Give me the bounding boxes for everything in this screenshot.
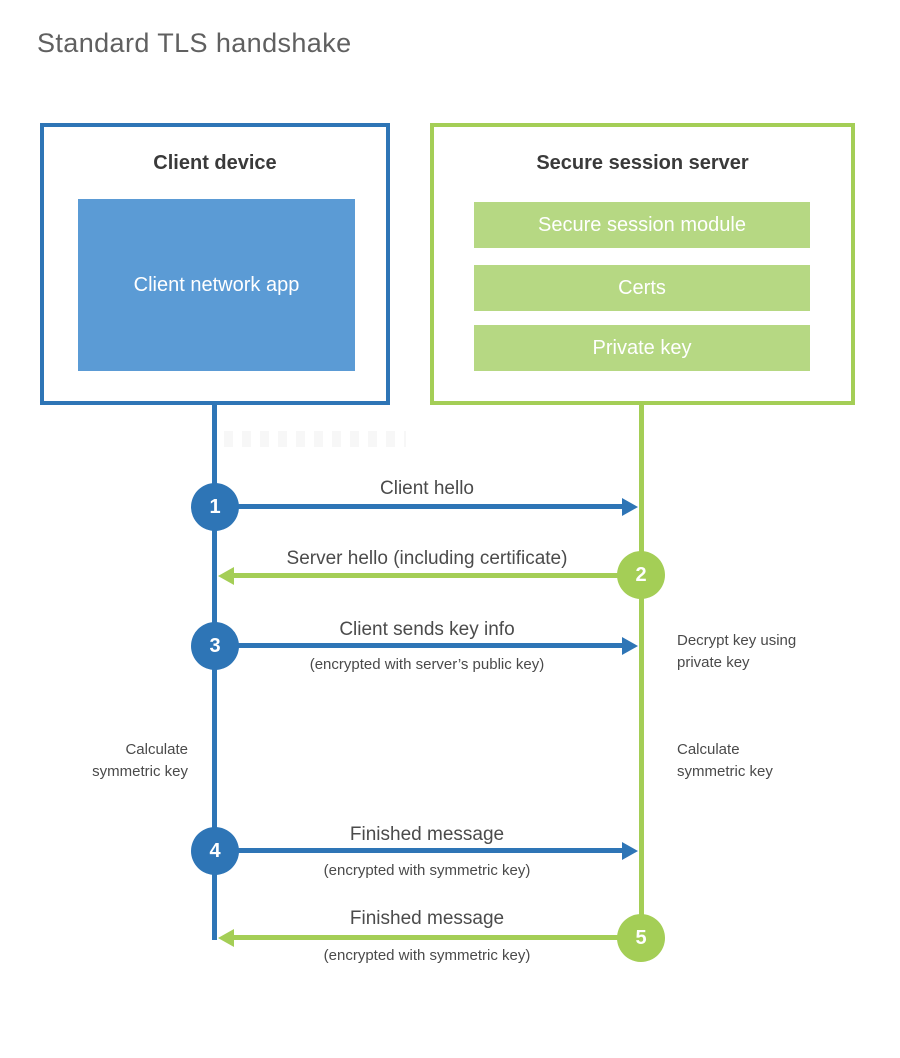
client-device-title: Client device — [153, 152, 277, 174]
step2-arrow — [234, 573, 641, 578]
step4-arrowhead-right-icon — [622, 842, 638, 860]
step3-label: Client sends key info — [339, 619, 515, 640]
server-lifeline — [639, 405, 644, 940]
step3-sublabel: (encrypted with server’s public key) — [309, 656, 545, 673]
step3-arrowhead-right-icon — [622, 637, 638, 655]
step5-arrowhead-left-icon — [218, 929, 234, 947]
step1-badge: 1 — [191, 483, 239, 531]
calculate-symmetric-key-note-client: Calculate symmetric key — [92, 741, 188, 780]
step4-label: Finished message — [349, 824, 505, 845]
step1-arrow — [215, 504, 622, 509]
client-network-app-node: Client network app — [78, 199, 355, 371]
step4-badge: 4 — [191, 827, 239, 875]
step5-badge: 5 — [617, 914, 665, 962]
step2-arrowhead-left-icon — [218, 567, 234, 585]
step1-label: Client hello — [380, 478, 474, 499]
step4-sublabel: (encrypted with symmetric key) — [323, 862, 531, 879]
client-network-app-label: Client network app — [133, 274, 300, 296]
server-module-certs: Certs — [474, 265, 810, 311]
step3-badge: 3 — [191, 622, 239, 670]
step5-label: Finished message — [349, 908, 505, 929]
secure-session-server-title: Secure session server — [536, 152, 749, 174]
secure-session-server-box: Secure session server Secure session mod… — [430, 123, 855, 405]
server-module-private-key: Private key — [474, 325, 810, 371]
step2-badge: 2 — [617, 551, 665, 599]
client-lifeline — [212, 405, 217, 940]
step3-arrow — [215, 643, 622, 648]
calculate-symmetric-key-note-server: Calculate symmetric key — [677, 741, 773, 780]
page-title: Standard TLS handshake — [37, 28, 352, 58]
step5-sublabel: (encrypted with symmetric key) — [323, 947, 531, 964]
decrypt-key-note: Decrypt key using private key — [677, 632, 797, 671]
step4-arrow — [215, 848, 622, 853]
faint-dashes-artifact — [224, 431, 406, 447]
server-module-secure-session-module: Secure session module — [474, 202, 810, 248]
step2-label: Server hello (including certificate) — [286, 548, 568, 569]
step5-arrow — [234, 935, 641, 940]
step1-arrowhead-right-icon — [622, 498, 638, 516]
client-device-box: Client device Client network app — [40, 123, 390, 405]
